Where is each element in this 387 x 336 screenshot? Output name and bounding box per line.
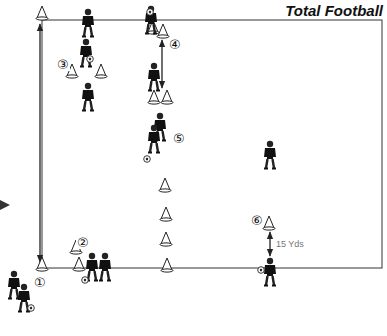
callout-number: ⑥ (250, 214, 264, 227)
callout-number: ① (33, 276, 47, 289)
dimension-label: 15 Yds (276, 240, 304, 249)
callout-number: ③ (56, 58, 70, 71)
callout-number: ② (76, 236, 90, 249)
page-title: Total Football (285, 3, 383, 18)
callout-number: ⑤ (172, 132, 186, 145)
callout-number: ④ (168, 38, 182, 51)
